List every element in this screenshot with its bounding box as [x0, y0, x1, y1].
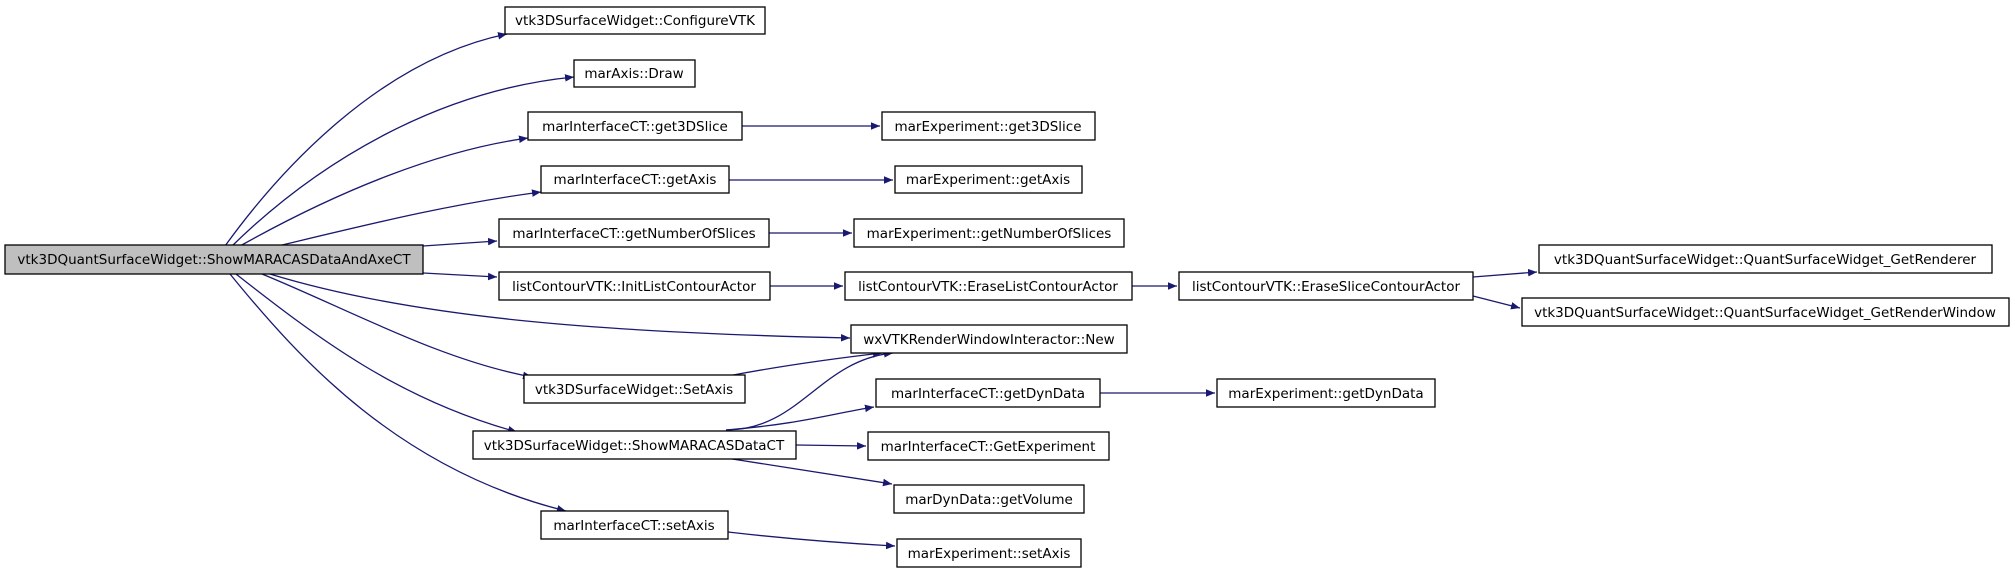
node-showct-box — [472, 430, 797, 460]
call-nodes: vtk3DQuantSurfaceWidget::ShowMARACASData… — [4, 6, 2010, 568]
node-ict-getnum-box — [498, 218, 770, 248]
edge-root-setaxis3d — [261, 273, 533, 380]
node-wxnew-box — [850, 324, 1128, 354]
node-ict-get3dslice-label: marInterfaceCT::get3DSlice — [542, 119, 728, 135]
node-showct-label: vtk3DSurfaceWidget::ShowMARACASDataCT — [484, 438, 785, 454]
node-eraseslice[interactable]: listContourVTK::EraseSliceContourActor — [1178, 271, 1474, 301]
node-exp-getaxis[interactable]: marExperiment::getAxis — [894, 165, 1083, 194]
node-draw-label: marAxis::Draw — [584, 66, 683, 82]
node-eraseslice-box — [1178, 271, 1474, 301]
node-getrenderwindow-label: vtk3DQuantSurfaceWidget::QuantSurfaceWid… — [1534, 305, 1996, 321]
node-ict-getaxis-label: marInterfaceCT::getAxis — [554, 172, 717, 188]
node-exp-get3dslice[interactable]: marExperiment::get3DSlice — [881, 111, 1096, 141]
node-setaxis3d[interactable]: vtk3DSurfaceWidget::SetAxis — [523, 374, 746, 404]
node-exp-setaxis-box — [896, 538, 1082, 568]
node-getrenderwindow-box — [1521, 297, 2010, 327]
edge-ict-setaxis-exp — [727, 531, 896, 550]
node-exp-getaxis-box — [894, 165, 1083, 194]
edge-root-ict-setaxis — [229, 273, 567, 513]
node-getrenderer-label: vtk3DQuantSurfaceWidget::QuantSurfaceWid… — [1554, 252, 1977, 268]
node-ict-get3dslice-box — [527, 111, 743, 141]
node-exp-getnum-label: marExperiment::getNumberOfSlices — [867, 226, 1112, 242]
node-getrenderer-box — [1538, 244, 1993, 274]
node-ict-getdyn-label: marInterfaceCT::getDynData — [891, 386, 1085, 402]
node-exp-getnum-box — [853, 218, 1125, 248]
node-initlist-label: listContourVTK::InitListContourActor — [512, 279, 756, 295]
node-getvolume[interactable]: marDynData::getVolume — [893, 484, 1085, 514]
node-ict-setaxis-box — [540, 510, 729, 540]
node-configure[interactable]: vtk3DSurfaceWidget::ConfigureVTK — [504, 6, 766, 35]
node-setaxis3d-label: vtk3DSurfaceWidget::SetAxis — [535, 382, 733, 398]
node-getvolume-box — [893, 484, 1085, 514]
edge-eraseslice-getrenderwindow — [1472, 295, 1521, 310]
edge-root-wxnew — [269, 273, 851, 342]
node-ict-getexp-label: marInterfaceCT::GetExperiment — [881, 439, 1096, 455]
node-exp-getnum[interactable]: marExperiment::getNumberOfSlices — [853, 218, 1125, 248]
node-ict-getaxis-box — [540, 165, 730, 194]
node-ict-setaxis-label: marInterfaceCT::setAxis — [553, 518, 714, 534]
edge-root-ict-getaxis — [277, 189, 542, 247]
call-edges — [224, 32, 1538, 550]
node-ict-getdyn-box — [875, 378, 1101, 408]
node-eraseslice-label: listContourVTK::EraseSliceContourActor — [1192, 279, 1461, 295]
node-ict-getnum-label: marInterfaceCT::getNumberOfSlices — [512, 226, 755, 242]
edge-root-initlist — [422, 272, 498, 281]
node-eraselist-label: listContourVTK::EraseListContourActor — [858, 279, 1118, 295]
node-configure-box — [504, 6, 766, 35]
node-ict-setaxis[interactable]: marInterfaceCT::setAxis — [540, 510, 729, 540]
node-root[interactable]: vtk3DQuantSurfaceWidget::ShowMARACASData… — [4, 244, 424, 275]
node-exp-get3dslice-label: marExperiment::get3DSlice — [894, 119, 1081, 135]
edge-root-showct — [235, 273, 518, 434]
edge-showct-getvolume — [725, 457, 893, 487]
node-showct[interactable]: vtk3DSurfaceWidget::ShowMARACASDataCT — [472, 430, 797, 460]
node-ict-getnum[interactable]: marInterfaceCT::getNumberOfSlices — [498, 218, 770, 248]
node-draw-box — [573, 59, 696, 88]
node-draw[interactable]: marAxis::Draw — [573, 59, 696, 88]
node-exp-getdyn-label: marExperiment::getDynData — [1228, 386, 1423, 402]
node-eraselist[interactable]: listContourVTK::EraseListContourActor — [844, 271, 1133, 301]
node-exp-getdyn[interactable]: marExperiment::getDynData — [1216, 378, 1436, 408]
node-ict-getaxis[interactable]: marInterfaceCT::getAxis — [540, 165, 730, 194]
node-initlist-box — [498, 271, 771, 301]
edge-showct-ict-getdyn — [725, 404, 875, 431]
node-getvolume-label: marDynData::getVolume — [905, 492, 1073, 508]
node-ict-getdyn[interactable]: marInterfaceCT::getDynData — [875, 378, 1101, 408]
node-ict-get3dslice[interactable]: marInterfaceCT::get3DSlice — [527, 111, 743, 141]
node-wxnew-label: wxVTKRenderWindowInteractor::New — [863, 332, 1114, 348]
node-exp-get3dslice-box — [881, 111, 1096, 141]
node-getrenderwindow[interactable]: vtk3DQuantSurfaceWidget::QuantSurfaceWid… — [1521, 297, 2010, 327]
node-exp-setaxis-label: marExperiment::setAxis — [908, 546, 1071, 562]
node-exp-getaxis-label: marExperiment::getAxis — [906, 172, 1070, 188]
node-getrenderer[interactable]: vtk3DQuantSurfaceWidget::QuantSurfaceWid… — [1538, 244, 1993, 274]
edge-root-ict-getnum — [422, 237, 498, 247]
edge-root-ict-get3dslice — [239, 135, 529, 247]
node-ict-getexp[interactable]: marInterfaceCT::GetExperiment — [867, 431, 1110, 461]
node-eraselist-box — [844, 271, 1133, 301]
node-initlist[interactable]: listContourVTK::InitListContourActor — [498, 271, 771, 301]
edge-showct-wxnew — [725, 350, 894, 431]
edge-showct-ict-getexp — [795, 442, 867, 450]
node-setaxis3d-box — [523, 374, 746, 404]
node-root-label: vtk3DQuantSurfaceWidget::ShowMARACASData… — [17, 252, 411, 268]
edge-eraseslice-getrenderer — [1472, 268, 1538, 278]
node-configure-label: vtk3DSurfaceWidget::ConfigureVTK — [515, 13, 756, 29]
node-wxnew[interactable]: wxVTKRenderWindowInteractor::New — [850, 324, 1128, 354]
node-root-box — [4, 244, 424, 275]
node-exp-getdyn-box — [1216, 378, 1436, 408]
edge-root-configure — [224, 32, 508, 247]
edge-root-draw — [231, 74, 575, 247]
edge-setaxis3d-wxnew — [727, 350, 883, 377]
node-exp-setaxis[interactable]: marExperiment::setAxis — [896, 538, 1082, 568]
node-ict-getexp-box — [867, 431, 1110, 461]
